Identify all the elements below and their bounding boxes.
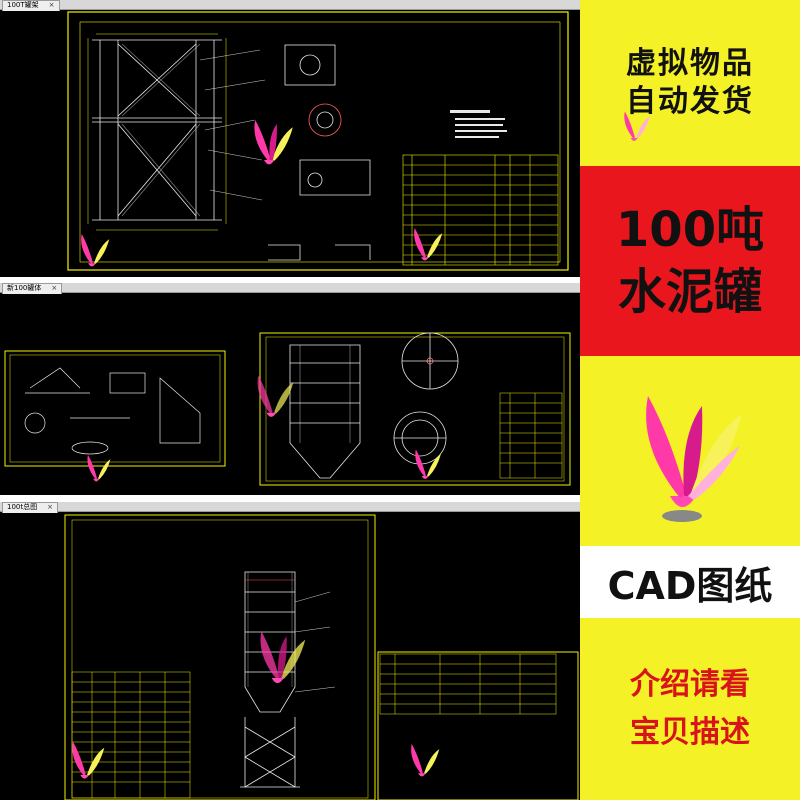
banner-product-image [580, 356, 800, 546]
leader-lines [199, 49, 266, 201]
shuttlecock-icon [72, 741, 105, 779]
banner-cad-label: CAD图纸 [580, 546, 800, 618]
roof-plan [401, 332, 459, 390]
cad-drawing-tank [4, 332, 571, 486]
leader-lines [294, 591, 336, 693]
close-icon[interactable]: × [47, 503, 53, 511]
shuttlecock-icon [260, 631, 306, 684]
drawing-frame-left [4, 350, 226, 467]
banner-line: 100吨 [615, 202, 765, 258]
shuttlecock-icon [411, 743, 440, 777]
tab-tank[interactable]: 新100罐体 × [2, 283, 63, 294]
banner-line: 虚拟物品 [626, 46, 754, 81]
parts-table [499, 392, 563, 479]
drawing-border [79, 21, 561, 263]
shuttlecock-icon [254, 120, 293, 165]
shuttlecock-icon [624, 111, 650, 141]
window-titlebar: 100t总图 × [0, 502, 580, 513]
banner-line: 介绍请看 [630, 667, 750, 702]
tab-title: 100t总图 [7, 503, 38, 511]
drawing-frame [64, 514, 376, 800]
banner-product-title: 100吨 水泥罐 [580, 166, 800, 356]
shuttlecock-icon [414, 227, 443, 261]
banner-virtual-goods: 虚拟物品 自动发货 [580, 0, 800, 166]
close-icon[interactable]: × [51, 284, 58, 292]
promo-banner: 虚拟物品 自动发货 100吨 水泥罐 CAD图纸 介绍请看 宝贝描述 [580, 0, 800, 800]
cad-window-assembly: 100t总图 × [0, 502, 580, 800]
tab-assembly[interactable]: 100t总图 × [2, 502, 58, 513]
shuttlecock-icon [87, 454, 111, 482]
drawing-border-left [9, 354, 221, 463]
shuttlecock-icon [257, 375, 294, 417]
window-titlebar: 新100罐体 × [0, 283, 580, 294]
parts-table [379, 653, 557, 715]
left-details [24, 367, 201, 455]
close-icon[interactable]: × [48, 1, 55, 9]
banner-line: 自动发货 [626, 84, 754, 119]
silo-elevation [240, 571, 300, 788]
cad-drawing-assembly [64, 514, 579, 800]
cad-window-stand: 100T罐架 × [0, 0, 580, 277]
tab-title: 100T罐架 [7, 1, 39, 9]
shuttlecock-icon [81, 233, 110, 267]
shuttlecock-icon [646, 396, 742, 522]
left-table [71, 671, 191, 799]
window-titlebar: 100T罐架 × [0, 0, 580, 11]
banner-line: 水泥罐 [617, 264, 762, 320]
stand-elevation [92, 39, 222, 221]
drawing-frame-right [259, 332, 571, 486]
detail-views [268, 44, 371, 261]
banner-line: 宝贝描述 [630, 715, 750, 750]
shuttlecock-icon [415, 449, 441, 479]
cad-drawing-stand [67, 11, 569, 271]
tank-body-elevation [289, 344, 361, 479]
drawing-frame-right [377, 651, 579, 800]
tab-title: 新100罐体 [7, 284, 42, 292]
drawing-frame [67, 11, 569, 271]
dimension-lines [87, 33, 227, 231]
tab-stand[interactable]: 100T罐架 × [2, 0, 60, 11]
parts-table [402, 154, 559, 266]
banner-intro: 介绍请看 宝贝描述 [580, 618, 800, 800]
notes-text [450, 110, 507, 138]
drawing-border [71, 519, 369, 799]
